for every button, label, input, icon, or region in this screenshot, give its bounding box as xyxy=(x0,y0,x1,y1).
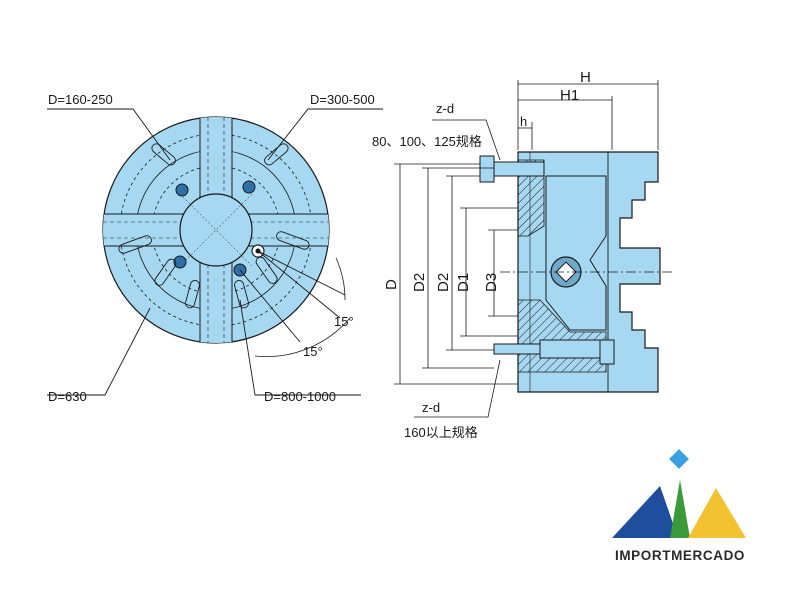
top-bolt-head xyxy=(479,155,495,183)
dim-h: h xyxy=(520,114,527,129)
label-zd-bottom: z-d xyxy=(422,400,440,415)
dim-H: H xyxy=(580,69,591,86)
slotted-holes xyxy=(118,143,310,309)
front-view: D=160-250 D=300-500 D=630 D=800-1000 15°… xyxy=(47,92,383,404)
dim-D2-outer: D2 xyxy=(411,273,428,292)
dim-D1: D1 xyxy=(455,273,472,292)
logo-diamond-icon xyxy=(669,449,689,469)
label-d160-250: D=160-250 xyxy=(48,92,113,107)
logo-blue-triangle-icon xyxy=(612,486,678,538)
internal-cavity xyxy=(545,175,607,331)
label-angle-a: 15° xyxy=(334,314,354,329)
dimension-lines xyxy=(394,80,659,418)
dim-D3: D3 xyxy=(483,273,500,292)
logo-yellow-triangle-icon xyxy=(688,488,746,538)
bottom-bolt xyxy=(493,343,543,355)
label-d630: D=630 xyxy=(48,389,87,404)
label-d300-500: D=300-500 xyxy=(310,92,375,107)
label-spec-top: 80、100、125规格 xyxy=(372,134,482,149)
label-d800-1000: D=800-1000 xyxy=(264,389,336,404)
dim-D2-inner: D2 xyxy=(435,273,452,292)
brand-logo xyxy=(612,449,746,538)
leader-lines xyxy=(47,108,383,396)
label-angle-b: 15° xyxy=(303,344,323,359)
label-spec-bottom: 160以上规格 xyxy=(404,425,478,440)
side-view: H H1 h z-d 80、100、125规格 z-d 160以上规格 D D2… xyxy=(372,69,672,440)
logo-green-triangle-icon xyxy=(670,480,690,538)
brand-name: IMPORTMERCADO xyxy=(614,548,746,563)
label-zd-top: z-d xyxy=(436,101,454,116)
dim-H1: H1 xyxy=(560,87,579,104)
center-bore xyxy=(179,193,253,267)
dim-D: D xyxy=(383,279,400,290)
